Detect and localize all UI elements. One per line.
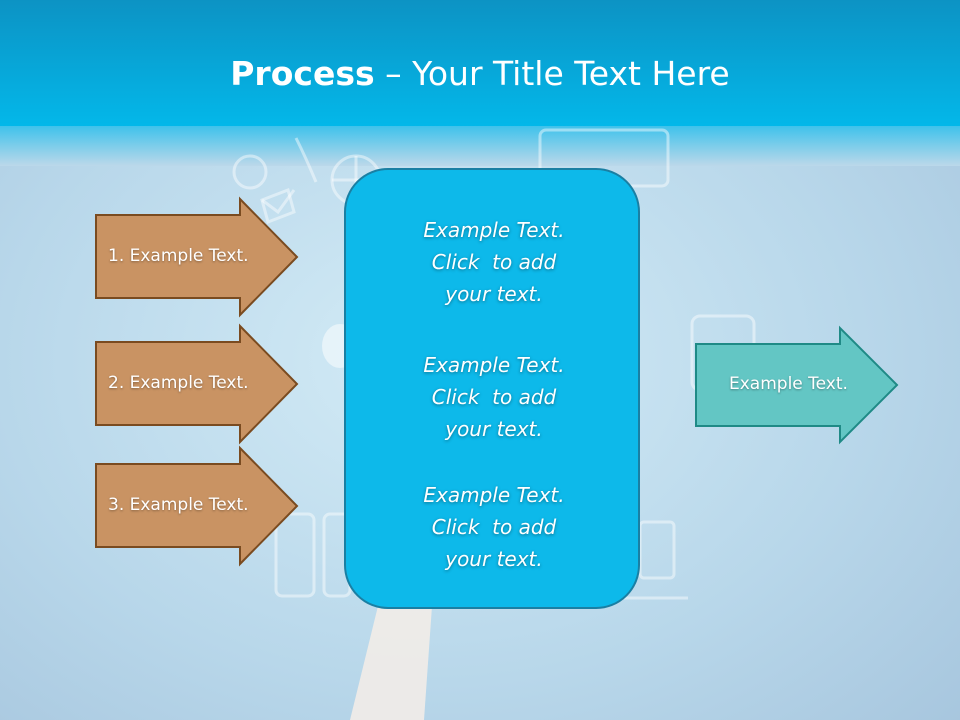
center-line: Example Text. <box>423 483 565 507</box>
title-rest: – Your Title Text Here <box>374 54 730 93</box>
input-arrow-3[interactable] <box>95 445 299 567</box>
input-label-3: 3. Example Text. <box>108 495 249 515</box>
center-text-block-2[interactable]: Example Text. Click to add your text. <box>346 349 642 445</box>
title-bold: Process <box>230 54 375 93</box>
center-line: Click to add <box>431 250 557 274</box>
center-line: Click to add <box>431 515 557 539</box>
center-text-block-1[interactable]: Example Text. Click to add your text. <box>346 214 642 310</box>
center-line: Example Text. <box>423 218 565 242</box>
center-process-box[interactable]: Example Text. Click to add your text. Ex… <box>344 168 640 609</box>
output-arrow[interactable] <box>695 325 899 445</box>
center-line: Click to add <box>431 385 557 409</box>
input-arrow-1[interactable] <box>95 196 299 318</box>
center-text-block-3[interactable]: Example Text. Click to add your text. <box>346 479 642 575</box>
input-arrow-2[interactable] <box>95 323 299 445</box>
input-label-2: 2. Example Text. <box>108 373 249 393</box>
hand-silhouette <box>350 606 432 720</box>
center-line: your text. <box>445 417 543 441</box>
center-line: your text. <box>445 282 543 306</box>
output-label: Example Text. <box>729 374 848 394</box>
center-line: Example Text. <box>423 353 565 377</box>
slide-title: Process – Your Title Text Here <box>0 52 960 96</box>
input-label-1: 1. Example Text. <box>108 246 249 266</box>
center-line: your text. <box>445 547 543 571</box>
